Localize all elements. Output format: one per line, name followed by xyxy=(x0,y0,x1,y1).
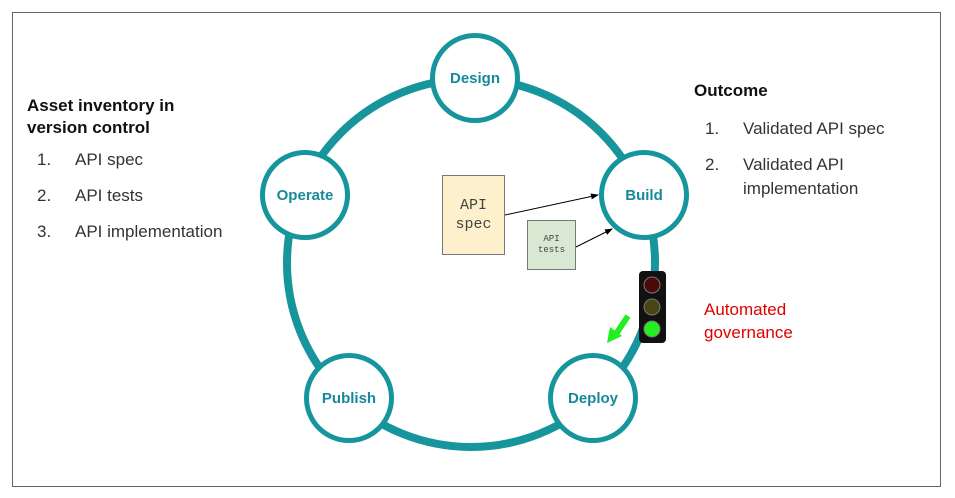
asset-inventory-list: 1.API spec 2.API tests 3.API implementat… xyxy=(37,150,222,258)
outcome-list: 1.Validated API spec 2.Validated API imp… xyxy=(705,117,905,201)
deploy-node: Deploy xyxy=(548,353,638,443)
diagram-frame xyxy=(12,12,941,487)
api-spec-document: API spec xyxy=(442,175,505,255)
list-item: 1.API spec xyxy=(37,150,144,169)
list-item: 3.API implementation xyxy=(37,222,223,241)
list-item: 2.Validated API implementation xyxy=(705,155,859,198)
list-item: 1.Validated API spec xyxy=(705,119,885,138)
green-arrow-icon xyxy=(607,314,631,343)
list-item: 2.API tests xyxy=(37,186,144,205)
traffic-light-icon xyxy=(639,271,666,343)
design-node: Design xyxy=(430,33,520,123)
outcome-title: Outcome xyxy=(694,81,768,100)
api-tests-document: API tests xyxy=(527,220,576,270)
publish-node: Publish xyxy=(304,353,394,443)
asset-inventory-title: Asset inventory in version control xyxy=(27,96,175,137)
automated-governance-label: Automated governance xyxy=(704,300,793,342)
tests-to-build-arrow xyxy=(575,228,613,248)
build-node: Build xyxy=(599,150,689,240)
spec-to-build-arrow xyxy=(504,193,599,216)
operate-node: Operate xyxy=(260,150,350,240)
